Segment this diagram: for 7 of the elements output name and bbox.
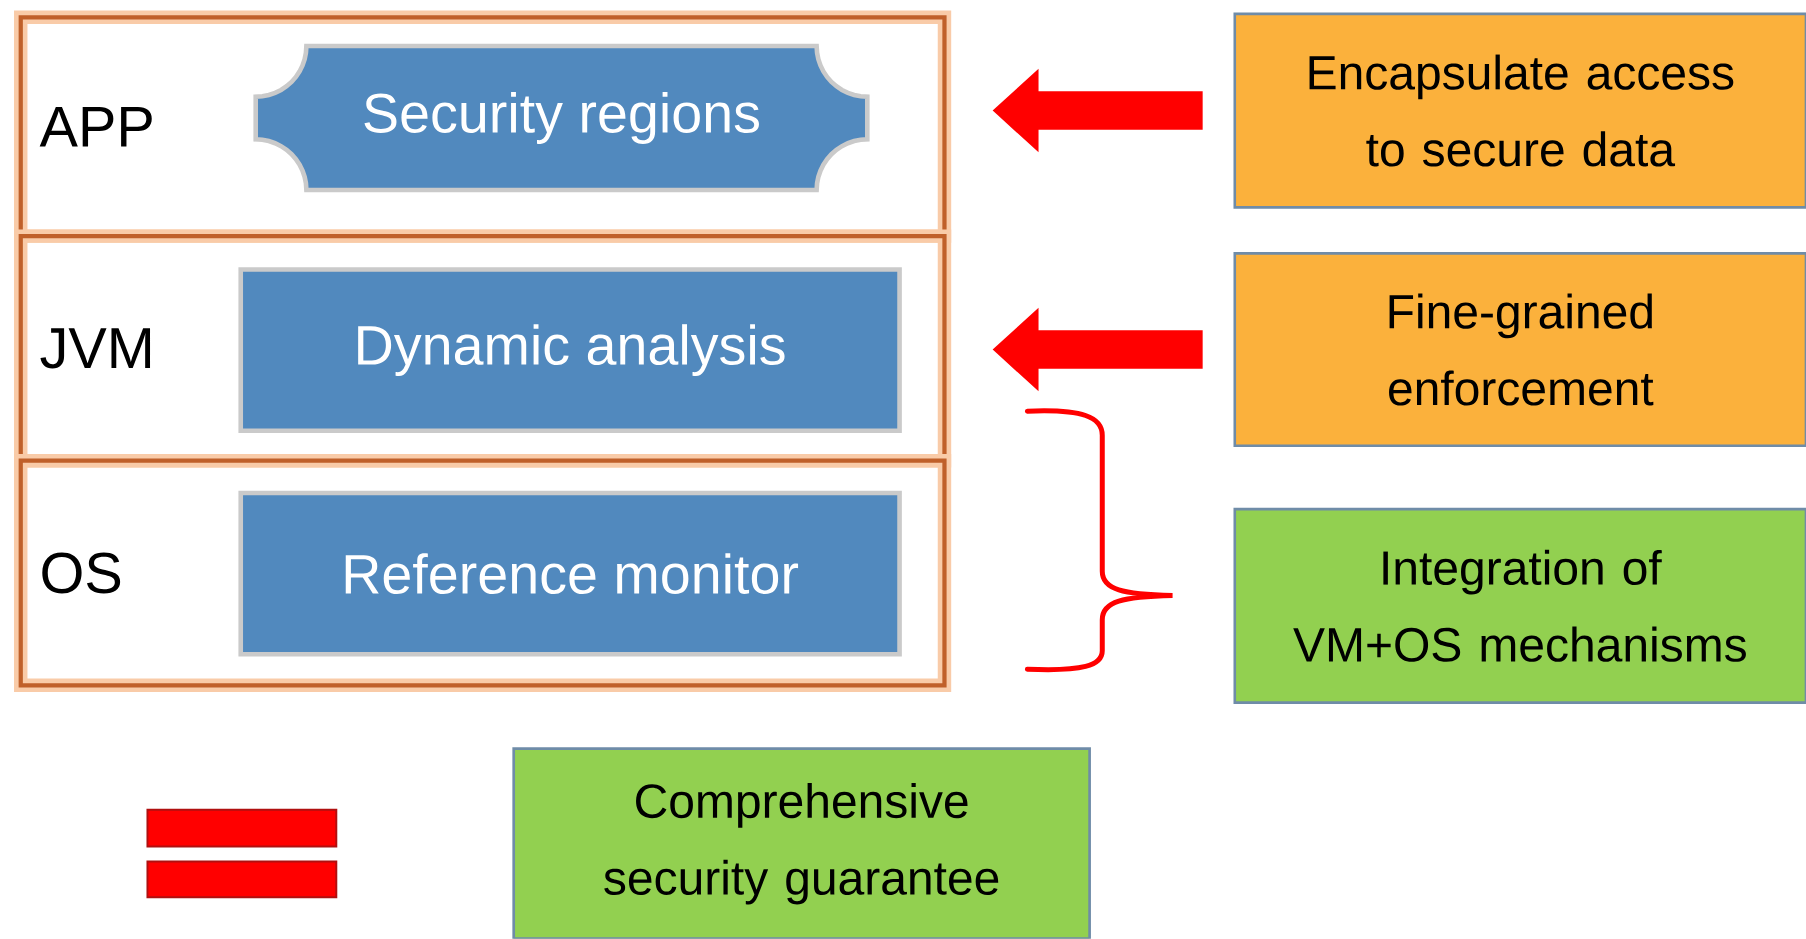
note-box: Comprehensive security guarantee xyxy=(512,747,1091,939)
note-box: Integration of VM+OS mechanisms xyxy=(1233,507,1806,705)
note-box: Fine-grained enforcement xyxy=(1233,252,1806,448)
process-box: Reference monitor xyxy=(238,490,902,657)
plaque-box: Security regions xyxy=(253,43,870,193)
note-box: Encapsulate access to secure data xyxy=(1233,12,1806,209)
process-box: Dynamic analysis xyxy=(238,267,902,434)
